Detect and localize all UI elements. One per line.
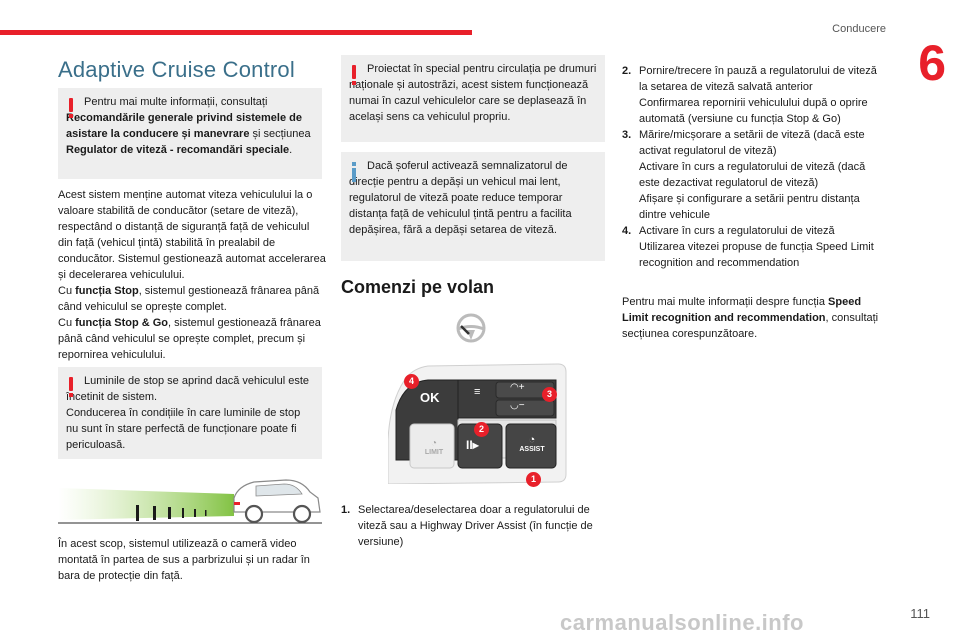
distance-setting-icon: ≡ (474, 386, 481, 398)
warning-icon (69, 377, 74, 397)
section-title: Adaptive Cruise Control (58, 57, 295, 82)
note-line-1: Luminile de stop se aprind dacă vehiculu… (66, 375, 310, 403)
list-item: 4. Activare în curs a regulatorului de v… (622, 225, 874, 269)
limit-icon: ◔ (430, 438, 438, 449)
steering-controls-title: Comenzi pe volan (341, 277, 495, 297)
note-line-2: Conducerea în condițiile în care luminil… (66, 407, 301, 451)
controls-list-part-2: 2. Pornire/trecere în pauză a regulatoru… (622, 63, 888, 271)
list-item: 1. Selectarea/deselectarea doar a regula… (341, 504, 593, 548)
warning-note-general-recommendations: Pentru mai multe informații, consultați … (58, 88, 322, 179)
camera-radar-paragraph: În acest scop, sistemul utilizează o cam… (58, 538, 310, 582)
callout-badge-3: 3 (542, 387, 557, 402)
warning-icon (69, 98, 74, 118)
callout-badge-2: 2 (474, 422, 489, 437)
watermark: carmanualsonline.info (560, 610, 804, 635)
note-text: Proiectat în special pentru circulația p… (349, 63, 597, 123)
speed-minus-button[interactable]: ◡− (510, 400, 525, 411)
ok-button[interactable]: OK (420, 390, 440, 405)
chapter-number: 6 (918, 35, 946, 91)
car-icon (233, 479, 321, 524)
page-number: 111 (910, 606, 930, 621)
distance-marks (136, 505, 207, 521)
limit-button[interactable]: ◔ LIMIT (416, 438, 452, 456)
steering-wheel-icon (456, 313, 486, 343)
warning-icon (352, 65, 357, 85)
callout-badge-4: 4 (404, 374, 419, 389)
pause-resume-button[interactable]: II▸ (466, 438, 479, 452)
info-note-overtaking: Dacă șoferul activează semnalizatorul de… (341, 152, 605, 261)
assist-icon: ◔ (528, 434, 536, 446)
note-text: Pentru mai multe informații, consultați … (66, 96, 311, 156)
list-item: 2. Pornire/trecere în pauză a regulatoru… (622, 65, 877, 125)
controls-list-part-1: 1. Selectarea/deselectarea doar a regula… (341, 502, 605, 550)
info-icon (352, 162, 357, 182)
car-radar-illustration (58, 479, 322, 524)
speed-plus-button[interactable]: ◠+ (510, 382, 525, 393)
note-text: Dacă șoferul activează semnalizatorul de… (349, 160, 572, 236)
warning-note-roads: Proiectat în special pentru circulația p… (341, 55, 605, 142)
speed-limit-reference-paragraph: Pentru mai multe informații despre funcț… (622, 296, 879, 340)
chapter-title: Conducere (832, 23, 886, 35)
header-accent-bar (0, 30, 472, 35)
warning-note-brake-lights: Luminile de stop se aprind dacă vehiculu… (58, 367, 322, 459)
list-item: 3. Mărire/micșorare a setării de viteză … (622, 129, 866, 221)
cruise-control-panel: OK ≡ ◠+ ◡− ◔ LIMIT II▸ ◔ ASSIST 1 2 3 4 (388, 360, 568, 487)
assist-button[interactable]: ◔ ASSIST (512, 434, 552, 453)
callout-badge-1: 1 (526, 472, 541, 487)
intro-paragraph: Acest sistem menține automat viteza vehi… (58, 189, 326, 361)
radar-beam (58, 488, 234, 520)
